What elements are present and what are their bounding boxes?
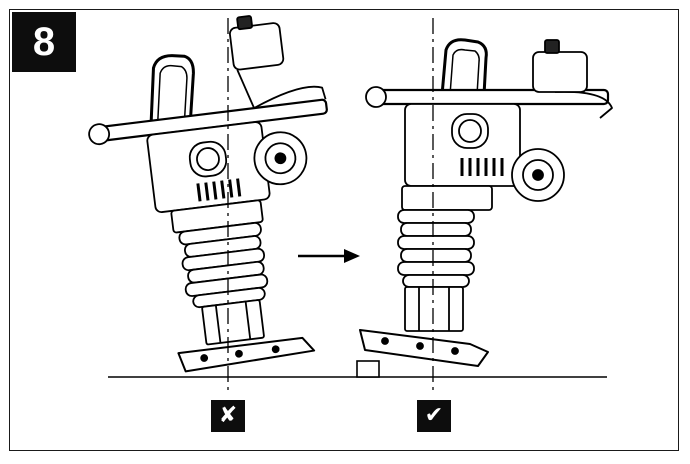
bellows-right [397,209,475,288]
cross-icon: ✘ [211,400,245,432]
cooling-louvres-right [460,158,504,176]
foot-plate-left [177,336,316,373]
cooling-louvres-left [196,178,242,202]
arrow-right-icon [298,249,360,263]
rammer-correct [359,38,613,367]
handle-loop-right [440,38,488,96]
foot-plate-right [359,329,489,367]
rammer-incorrect [88,15,328,373]
check-icon: ✔ [417,400,451,432]
support-block [356,360,380,378]
step-number-badge: 8 [12,12,76,72]
handle-loop-left [149,54,195,129]
bellows-left [178,221,269,309]
